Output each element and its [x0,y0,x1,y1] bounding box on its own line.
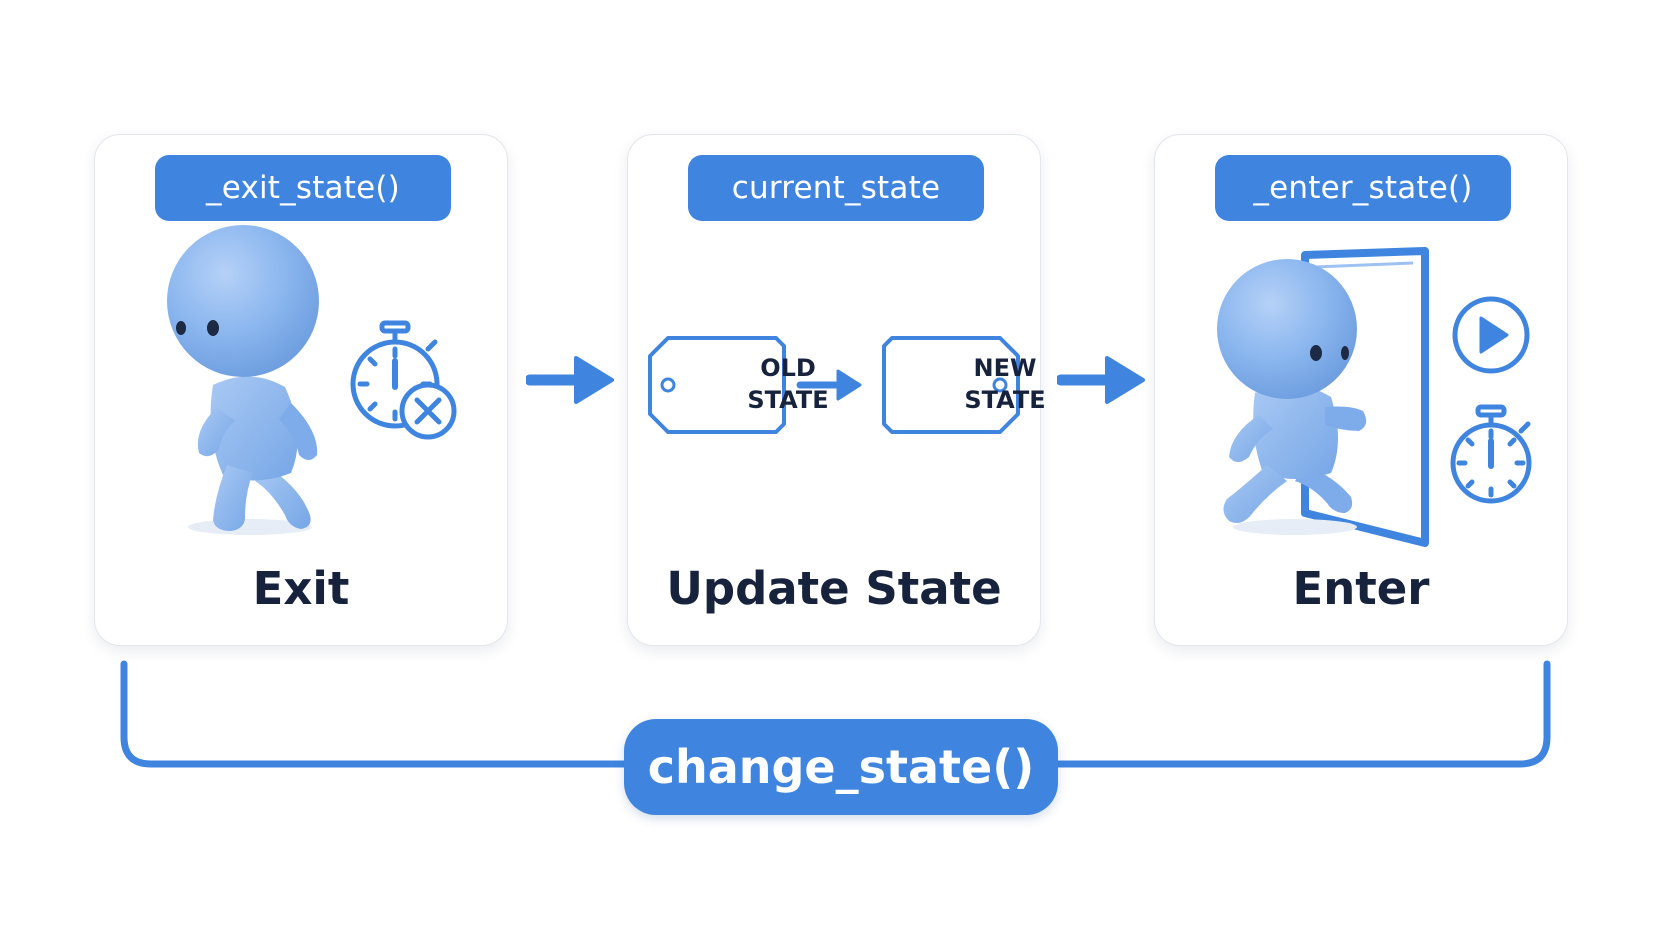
new-state-line2: STATE [964,386,1046,414]
figure-walking-icon [1217,259,1367,535]
exit-illustration [167,225,457,535]
arrow-right-icon [1057,356,1145,404]
old-state-line1: OLD [760,354,816,382]
stopwatch-icon [1450,404,1532,504]
play-icon [1452,296,1530,374]
new-state-label: NEW STATE [935,352,1075,416]
arrow-right-icon [796,369,862,401]
update-state-card: current_state OLD STATE NEW STATE Update… [627,134,1046,646]
old-state-line2: STATE [747,386,829,414]
change-state-pill: change_state() [624,719,1058,815]
old-state-label: OLD STATE [718,352,858,416]
update-state-title: Update State [666,561,1002,615]
exit-state-pill: _exit_state() [155,155,451,221]
current-state-pill: current_state [688,155,984,221]
exit-card: _exit_state() [94,134,508,646]
exit-title: Exit [252,561,350,615]
enter-state-pill: _enter_state() [1215,155,1511,221]
arrow-right-icon [526,356,614,404]
old-state-tag-icon [648,336,786,434]
new-state-tag-icon [882,336,1020,434]
state-transition-illustration [648,336,1020,434]
new-state-line1: NEW [973,354,1037,382]
enter-title: Enter [1292,561,1430,615]
enter-card: _enter_state() [1154,134,1568,646]
stopwatch-cancel-icon [350,320,457,440]
figure-walking-icon [167,225,319,535]
enter-illustration [1217,247,1532,547]
